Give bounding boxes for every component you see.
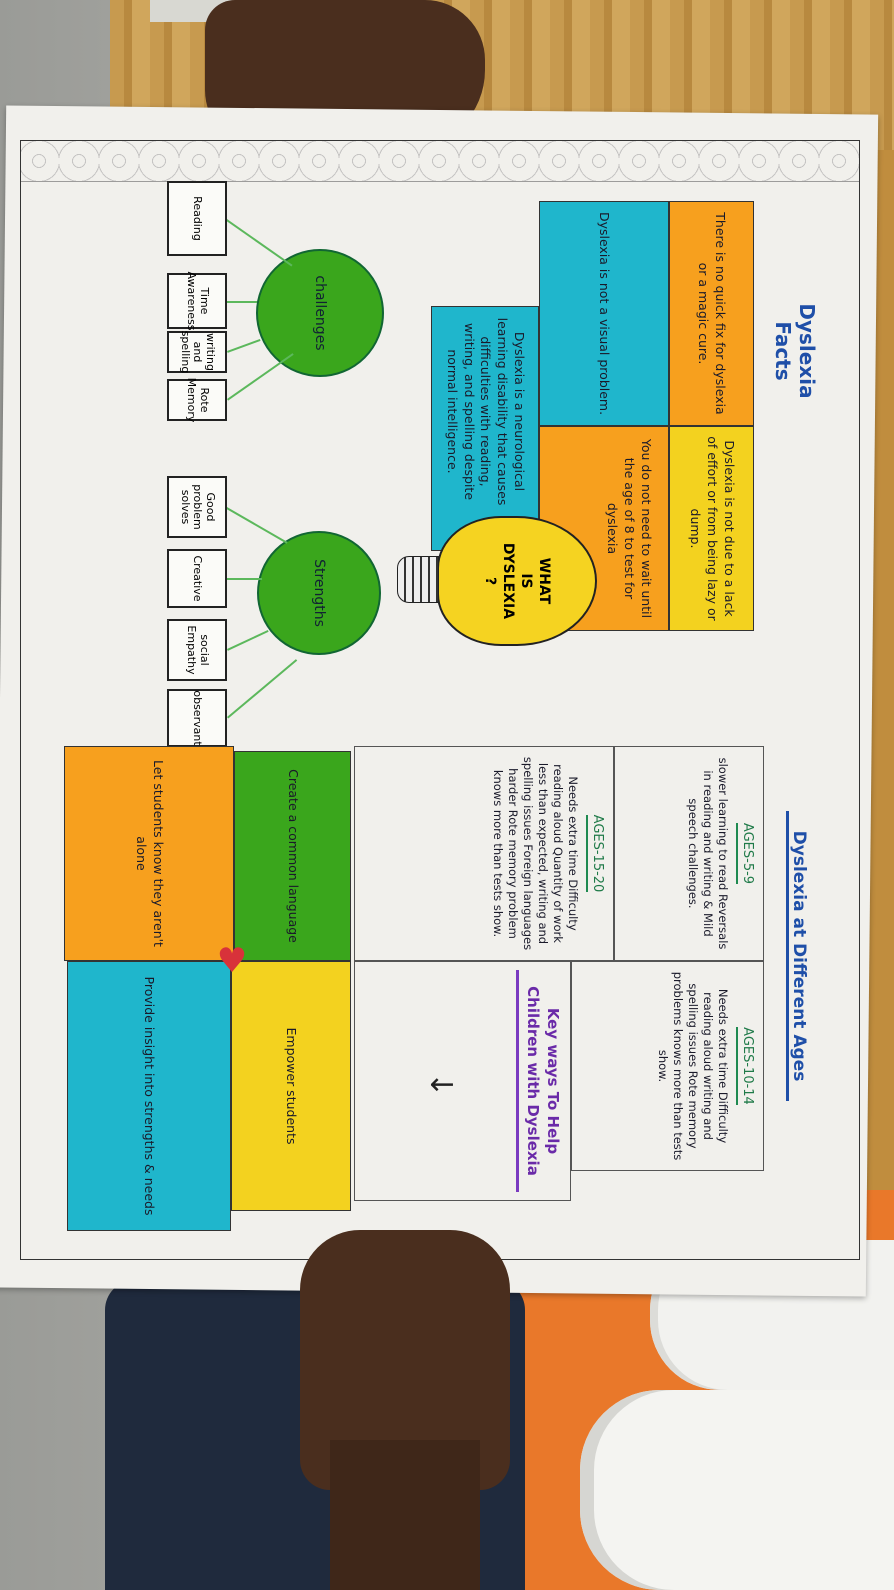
challenge-box: writing and spelling <box>167 331 227 373</box>
heart-icon: ♥ <box>216 941 248 982</box>
arm-bottom <box>330 1440 480 1590</box>
connector-line <box>227 353 294 401</box>
decorative-border <box>21 141 859 182</box>
age-box-5-9: AGES-5-9 slower learning to read Reversa… <box>614 746 764 961</box>
poster: Dyslexia Facts There is no quick fix for… <box>20 140 860 1260</box>
fact-cell: Dyslexia is a neurological learning disa… <box>431 306 539 551</box>
help-cell: Create a common language <box>234 751 351 961</box>
strength-box: Good problem solves <box>167 476 227 538</box>
strength-box: social Empathy <box>167 619 227 681</box>
arrow-down-icon: ↓ <box>423 1072 458 1098</box>
challenge-box: Reading <box>167 181 227 256</box>
fact-cell: Dyslexia is not due to a lack of effort … <box>669 426 754 631</box>
age-box-15-20: AGES-15-20 Needs extra time Difficulty r… <box>354 746 614 961</box>
paper-roll <box>580 1390 894 1590</box>
strength-box: Creative <box>167 549 227 608</box>
challenges-circle: challenges <box>256 249 384 377</box>
ages-title: Dyslexia at Different Ages <box>786 811 809 1101</box>
help-title: Key ways To Help Children with Dyslexia <box>516 970 562 1192</box>
connector-line <box>227 301 257 303</box>
challenge-box: Rote Memory <box>167 378 227 422</box>
fact-cell: There is no quick fix for dyslexia or a … <box>669 201 754 426</box>
strengths-circle: Strengths <box>257 531 381 655</box>
help-title-box: Key ways To Help Children with Dyslexia … <box>354 961 571 1201</box>
facts-title: Dyslexia Facts <box>771 303 819 399</box>
lightbulb-base <box>397 556 439 603</box>
age-box-10-14: AGES-10-14 Needs extra time Difficulty r… <box>571 961 764 1171</box>
help-cell: Provide insight into strengths & needs <box>67 961 231 1231</box>
connector-line <box>227 578 262 580</box>
fact-cell: Dyslexia is not a visual problem. <box>539 201 669 426</box>
connector-line <box>226 219 293 267</box>
help-cell: Let students know they aren't alone <box>64 746 234 961</box>
lightbulb-icon: WHAT IS DYSLEXIA ? <box>437 516 597 646</box>
connector-line <box>227 339 261 353</box>
help-cell: Empower students <box>231 961 351 1211</box>
connector-line <box>226 507 288 544</box>
strength-box: observant <box>167 689 227 747</box>
challenge-box: Time Awareness <box>167 271 227 331</box>
connector-line <box>227 629 269 651</box>
connector-line <box>227 659 297 719</box>
